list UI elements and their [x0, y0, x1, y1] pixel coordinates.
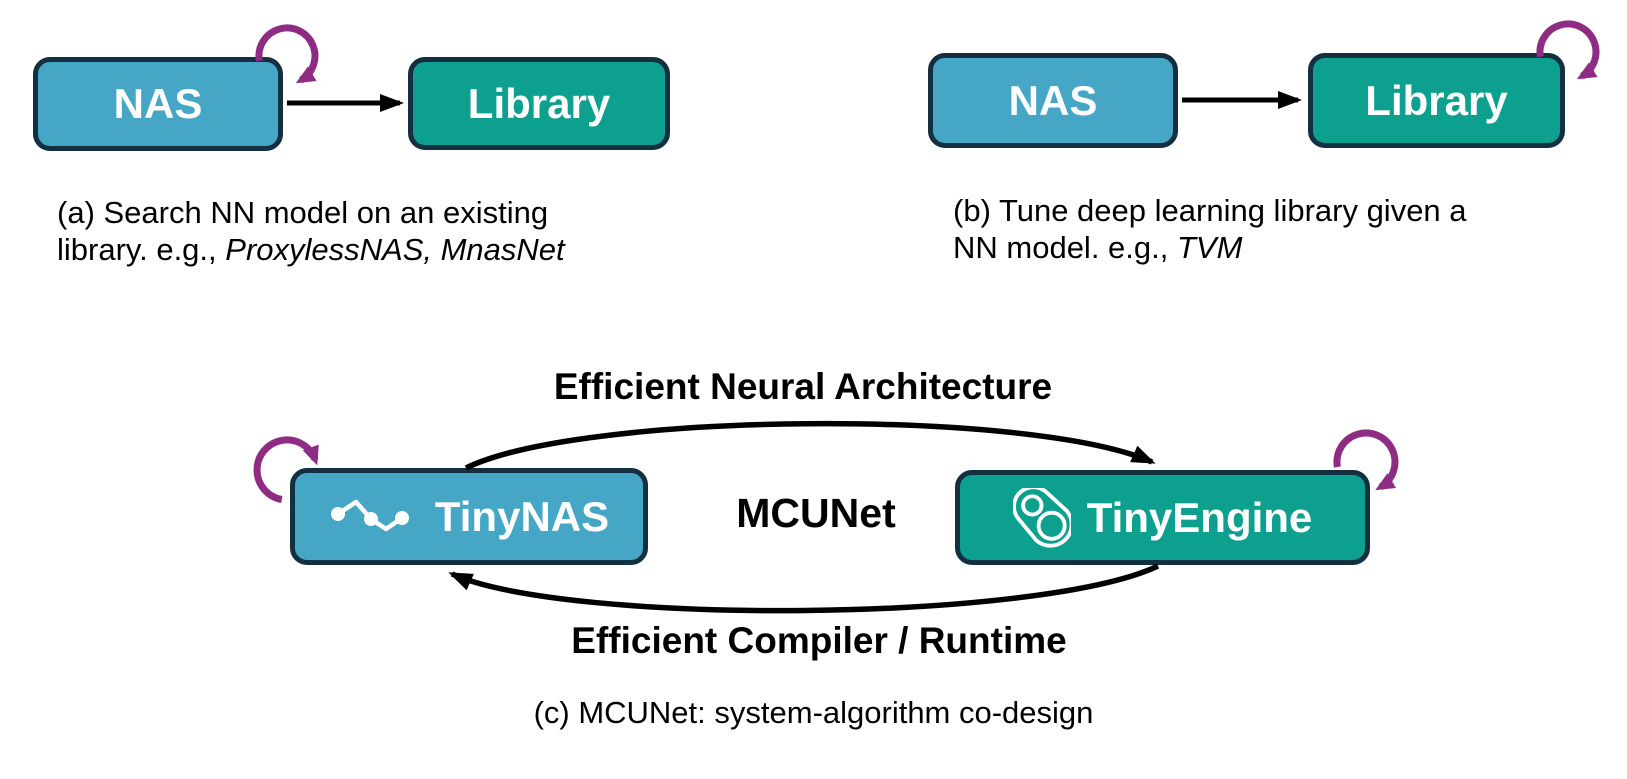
panel-a-nas-label: NAS: [113, 80, 203, 127]
panel-a-caption: (a) Search NN model on an existing libra…: [57, 194, 565, 268]
panel-c-caption: (c) MCUNet: system-algorithm co-design: [533, 695, 1094, 730]
panel-b-caption-examples: TVM: [1176, 230, 1243, 265]
panel-b-nas-label: NAS: [1008, 76, 1098, 124]
panel-b-caption-line2: NN model. e.g.,: [953, 230, 1177, 265]
tinyengine-label: TinyEngine: [1086, 493, 1313, 541]
panel-a-nas-box: NAS: [33, 57, 283, 151]
tinyengine-box: TinyEngine: [955, 470, 1370, 565]
panel-a-library-label: Library: [467, 79, 611, 127]
arrow-tinyengine-to-tinynas: [448, 563, 1160, 614]
panel-b-library-label: Library: [1365, 76, 1508, 124]
panel-a-caption-line1: (a) Search NN model on an existing: [57, 195, 549, 230]
panel-a-caption-examples: ProxylessNAS, MnasNet: [225, 232, 565, 267]
panel-b-library-box: Library: [1308, 53, 1565, 148]
panel-a-library-box: Library: [408, 57, 670, 150]
panel-b-caption-line1: (b) Tune deep learning library given a: [953, 193, 1467, 228]
node-graph-icon: [330, 499, 409, 531]
panel-b-nas-box: NAS: [928, 53, 1178, 148]
top-arrow-label: Efficient Neural Architecture: [553, 366, 1053, 407]
tinynas-box: TinyNAS: [290, 468, 648, 565]
arrow-tinynas-to-tinyengine: [464, 420, 1156, 471]
mcunet-label: MCUNet: [736, 490, 896, 536]
panel-a-caption-line2: library. e.g.,: [57, 232, 226, 267]
engine-rings-icon: [1012, 487, 1071, 548]
bottom-arrow-label: Efficient Compiler / Runtime: [571, 620, 1067, 661]
tinynas-label: TinyNAS: [434, 492, 610, 540]
panel-b-caption: (b) Tune deep learning library given a N…: [953, 192, 1467, 266]
